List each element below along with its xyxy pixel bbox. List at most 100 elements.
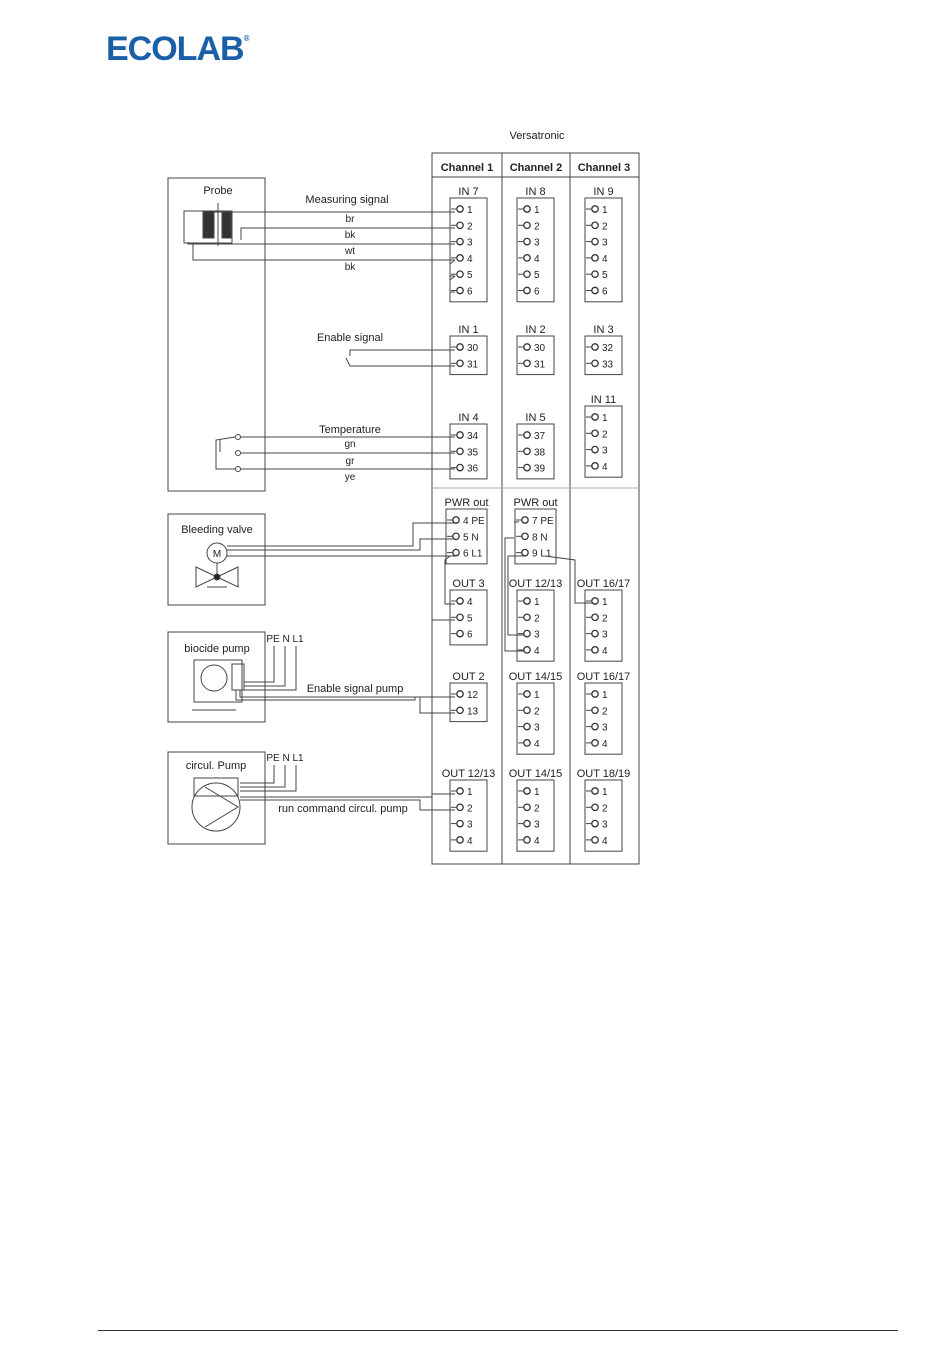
diagram-title: Versatronic xyxy=(509,130,565,142)
terminal-pin xyxy=(456,254,464,262)
terminal-pin xyxy=(456,463,464,472)
terminal-pin xyxy=(523,646,531,654)
terminal-pin-label: 4 xyxy=(602,739,608,750)
terminal-pin xyxy=(523,819,531,828)
terminal-pin-label: 1 xyxy=(534,205,540,216)
bleeding-valve-label: Bleeding valve xyxy=(181,524,253,536)
terminal-pin-label: 38 xyxy=(534,447,546,458)
terminal-pin xyxy=(523,597,531,605)
terminal-pin xyxy=(456,237,464,246)
terminal-block xyxy=(516,197,555,303)
terminal-pin xyxy=(521,516,529,524)
terminal-pin xyxy=(591,413,599,421)
versatronic-frame xyxy=(431,152,640,865)
terminal-pin-label: 4 xyxy=(602,254,608,265)
terminal-pin-label: 6 xyxy=(467,630,473,641)
terminal-pin xyxy=(591,429,599,438)
wire-ye: ye xyxy=(345,472,356,483)
terminal-pin xyxy=(591,646,599,654)
wire-gr: gr xyxy=(346,456,356,467)
terminal-block xyxy=(445,508,488,565)
terminal-pin xyxy=(591,836,599,844)
terminal-block-label: IN 9 xyxy=(593,186,613,198)
wire-bk-1: bk xyxy=(345,230,357,241)
terminal-block-label: OUT 14/15 xyxy=(509,768,563,780)
terminal-pin-label: 3 xyxy=(467,820,473,831)
enable-wires xyxy=(345,349,455,367)
terminal-pin-label: 3 xyxy=(534,723,540,734)
terminal-pin xyxy=(456,819,464,828)
terminal-pin xyxy=(523,463,531,472)
registered-mark: ® xyxy=(243,34,250,43)
terminal-block-label: OUT 16/17 xyxy=(577,671,631,683)
terminal-pin-label: 5 xyxy=(602,270,608,281)
terminal-block-label: IN 1 xyxy=(458,324,478,336)
footer-rule xyxy=(98,1330,898,1331)
terminal-pin xyxy=(591,359,599,368)
terminal-block xyxy=(584,682,623,755)
terminal-pin-label: 36 xyxy=(467,464,479,475)
terminal-pin xyxy=(523,722,531,731)
terminal-pin-label: 3 xyxy=(602,723,608,734)
terminal-pin-label: 35 xyxy=(467,447,479,458)
terminal-pin-label: 2 xyxy=(602,429,608,440)
terminal-pin-label: 1 xyxy=(534,597,540,608)
terminal-block-label: PWR out xyxy=(444,497,488,509)
terminal-block xyxy=(584,589,623,662)
terminal-block xyxy=(449,779,488,852)
terminal-block-label: OUT 2 xyxy=(452,671,484,683)
terminal-pin-label: 4 xyxy=(534,646,540,657)
terminal-pin xyxy=(591,597,599,605)
terminal-pin-label: 5 xyxy=(534,270,540,281)
terminal-pin-label: 6 L1 xyxy=(463,549,483,560)
terminal-pin-label: 2 xyxy=(467,221,473,232)
terminal-pin-label: 31 xyxy=(534,359,546,370)
terminal-pin xyxy=(523,613,531,622)
terminal-block-label: OUT 12/13 xyxy=(442,768,496,780)
terminal-pin xyxy=(591,286,599,295)
terminal-pin-label: 2 xyxy=(534,613,540,624)
terminal-pin xyxy=(591,803,599,812)
channel-2-header: Channel 2 xyxy=(510,162,563,174)
terminal-pin xyxy=(521,548,529,557)
terminal-pin-label: 34 xyxy=(467,431,479,442)
terminal-pin xyxy=(523,343,531,351)
terminal-block xyxy=(516,682,555,755)
terminal-pin xyxy=(456,787,464,795)
terminal-pin xyxy=(523,205,531,213)
enable-signal-label: Enable signal xyxy=(317,332,383,344)
terminal-pin xyxy=(591,205,599,213)
motor-label: M xyxy=(213,549,221,560)
terminal-block xyxy=(514,508,557,565)
terminal-pin-label: 1 xyxy=(602,205,608,216)
terminal-pin xyxy=(523,706,531,715)
terminal-pin xyxy=(523,803,531,812)
terminal-pin xyxy=(523,836,531,844)
terminal-pin xyxy=(523,431,531,439)
terminal-pin xyxy=(456,629,464,638)
circ-pump-device xyxy=(167,751,455,845)
terminal-pin-label: 6 xyxy=(534,287,540,298)
terminal-block xyxy=(516,335,555,376)
terminal-pin-label: 4 xyxy=(602,646,608,657)
terminal-pin xyxy=(591,739,599,747)
bleeding-valve-device xyxy=(167,513,455,621)
measuring-signal-label: Measuring signal xyxy=(305,194,388,206)
terminal-pin xyxy=(456,205,464,213)
terminal-block-label: OUT 18/19 xyxy=(577,768,631,780)
terminal-pin-label: 1 xyxy=(602,690,608,701)
terminal-pin-label: 4 xyxy=(602,836,608,847)
terminal-pin xyxy=(523,629,531,638)
pe-n-l1-biocide: PE N L1 xyxy=(266,634,304,645)
terminal-pin xyxy=(591,819,599,828)
wire-wt: wt xyxy=(344,246,355,257)
terminal-pin-label: 2 xyxy=(534,221,540,232)
terminal-pin-label: 2 xyxy=(602,613,608,624)
terminal-block-label: IN 11 xyxy=(591,394,616,406)
terminal-pin-label: 4 xyxy=(534,254,540,265)
terminal-pin-label: 5 xyxy=(467,613,473,624)
terminal-pin-label: 1 xyxy=(602,597,608,608)
terminal-pin-label: 3 xyxy=(534,820,540,831)
terminal-pin-label: 3 xyxy=(534,238,540,249)
terminal-pin-label: 3 xyxy=(467,238,473,249)
